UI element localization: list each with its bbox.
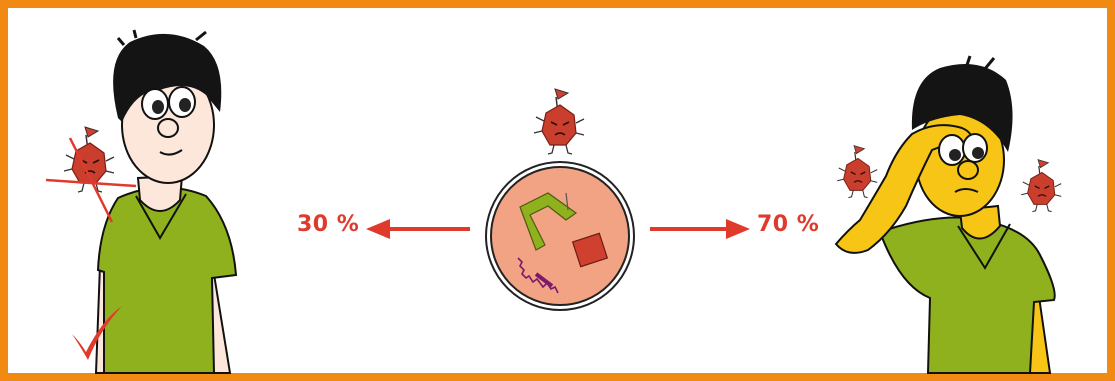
bacterium-icon-top xyxy=(534,89,584,154)
right-percentage-label: 70 % xyxy=(757,212,819,237)
left-arrow-icon xyxy=(366,219,470,239)
sick-person-icon xyxy=(836,56,1055,373)
bacterium-icon-right-1 xyxy=(837,146,877,198)
healthy-person-icon xyxy=(96,30,236,373)
petri-dish-icon xyxy=(486,162,634,310)
right-arrow-icon xyxy=(650,219,750,239)
bacterium-icon-right-2 xyxy=(1021,160,1061,212)
left-percentage-label: 30 % xyxy=(297,212,359,237)
